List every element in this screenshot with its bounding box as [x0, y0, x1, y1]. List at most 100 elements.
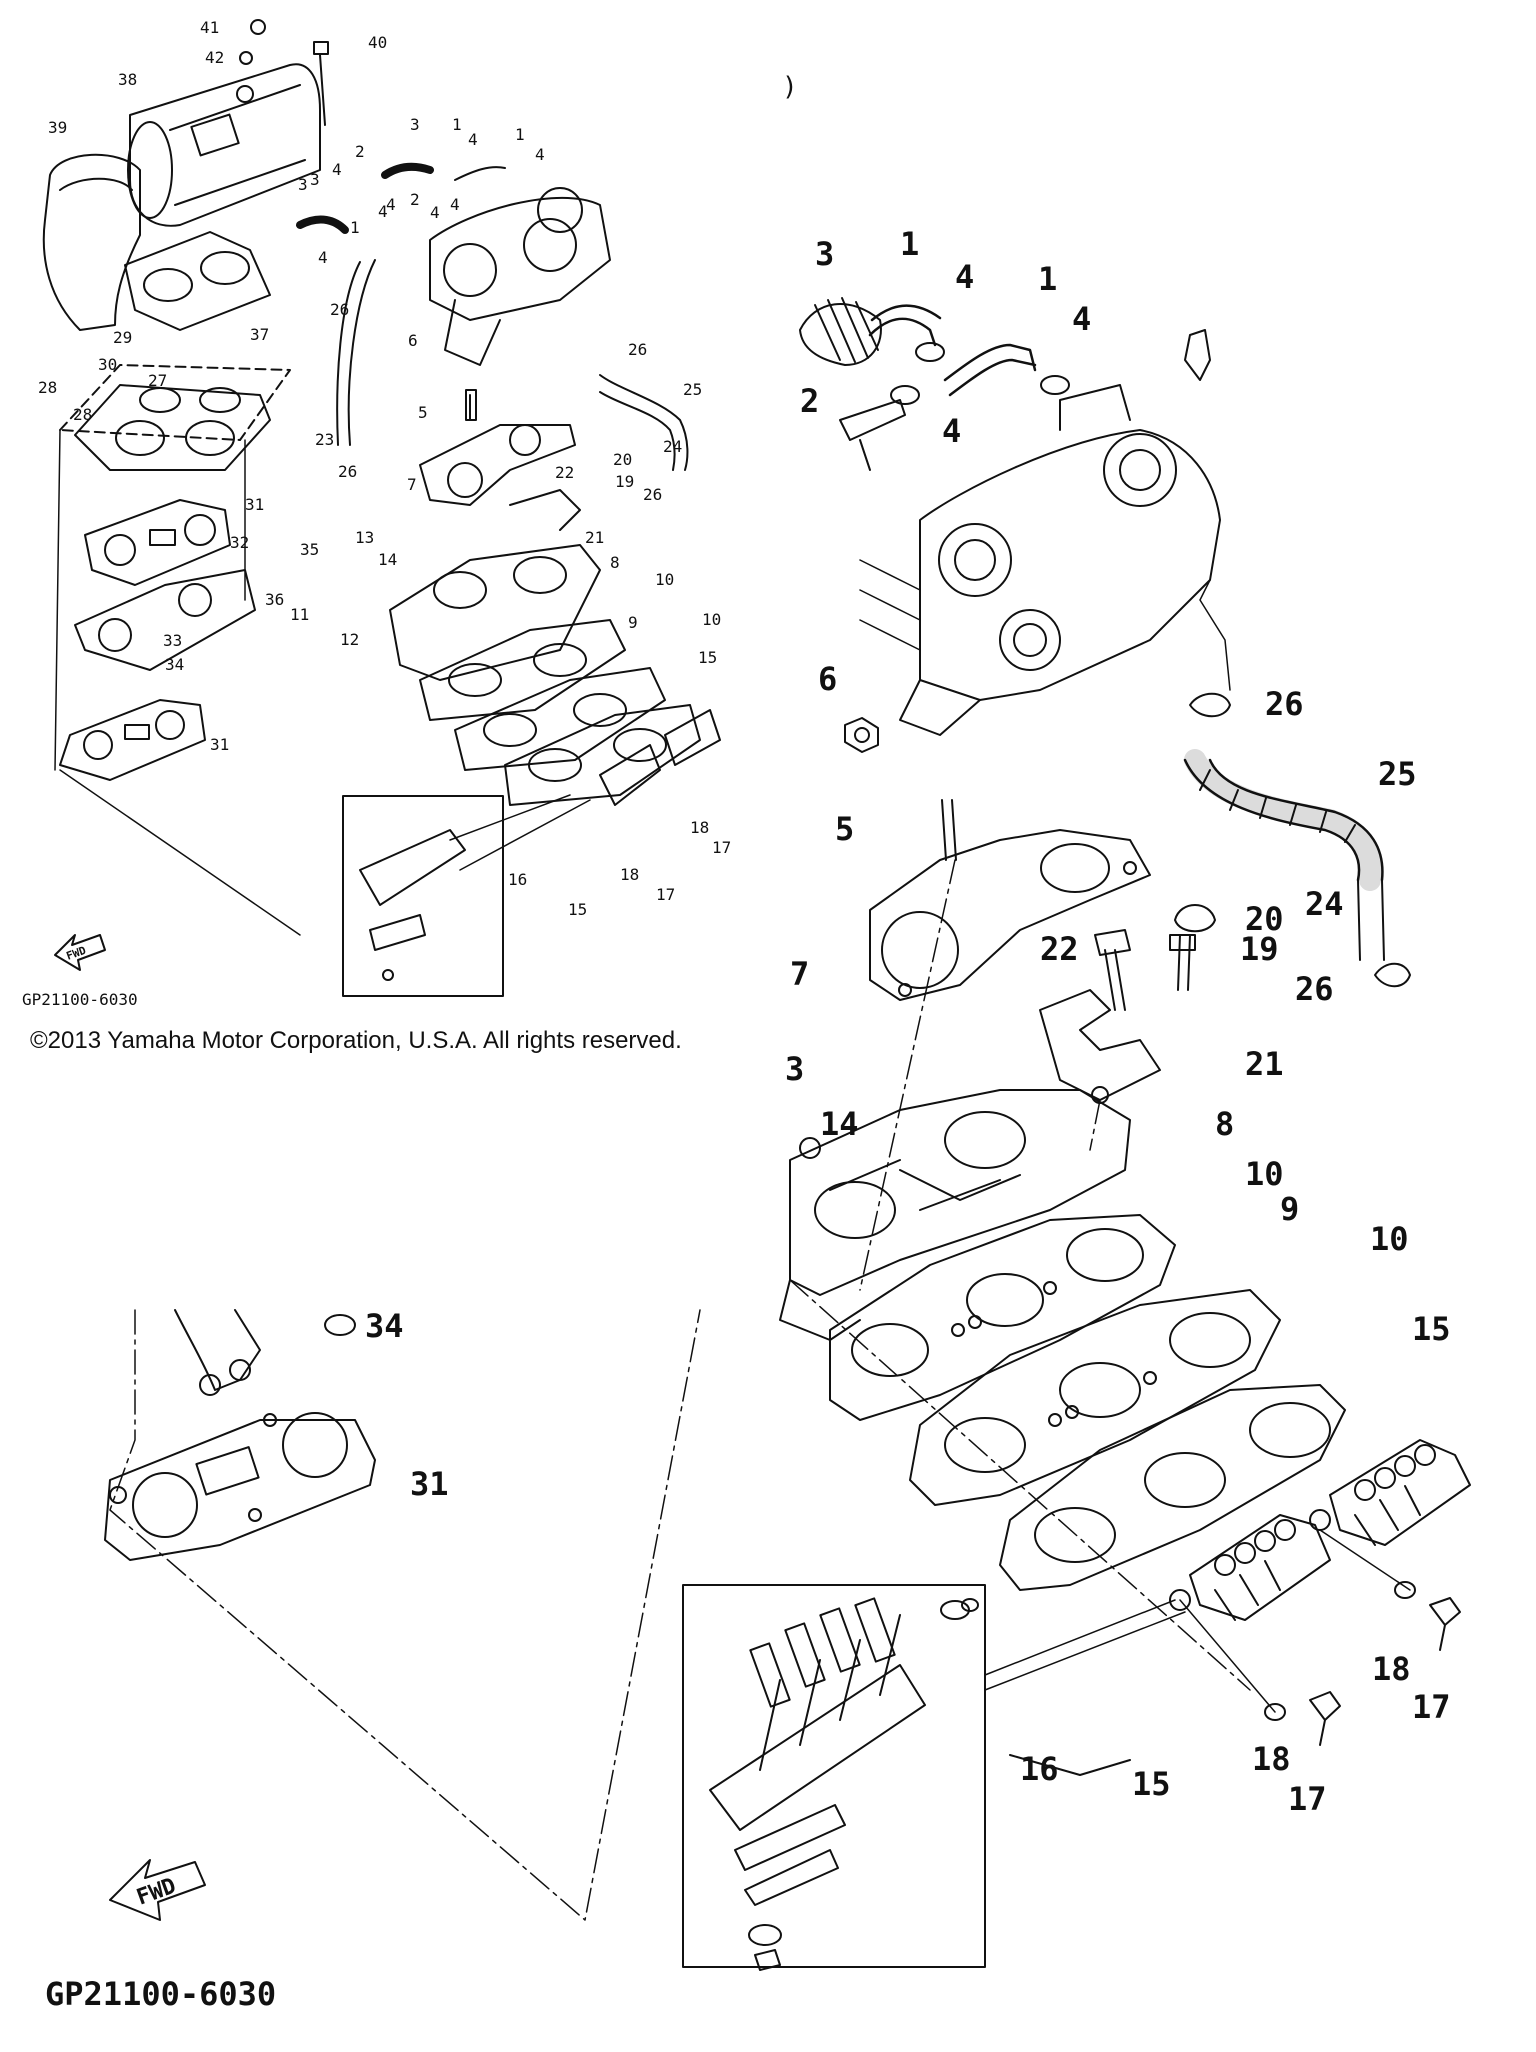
- part-25-hose: [1183, 758, 1384, 882]
- part-number-label: 29: [113, 328, 132, 347]
- part-number-label: 17: [1288, 1780, 1327, 1818]
- part-number-label: 2: [800, 382, 819, 420]
- part-number-label: 3: [298, 175, 308, 194]
- part-number-label: 18: [620, 865, 639, 884]
- part-number-label: 9: [1280, 1190, 1299, 1228]
- part-number-label: 14: [820, 1105, 859, 1143]
- part-21-bracket: [1039, 989, 1161, 1101]
- overview-inset-box: [342, 795, 504, 997]
- overview-drawing: [42, 19, 721, 997]
- part-number-label: 3: [410, 115, 420, 134]
- part-number-label: 7: [790, 955, 809, 993]
- part-9-gasket-detail: [909, 1289, 1281, 1506]
- part-16-reed-exploded: [709, 1664, 926, 1831]
- part-number-label: 4: [450, 195, 460, 214]
- part-number-label: 18: [1252, 1740, 1291, 1778]
- part-number-label: 1: [350, 218, 360, 237]
- part-number-label: 28: [38, 378, 57, 397]
- part-number-label: 19: [615, 472, 634, 491]
- part-number-label: 1: [1038, 260, 1057, 298]
- part-10-gasket-b: [504, 704, 701, 806]
- fwd-arrow-detail: [109, 1859, 206, 1921]
- part-number-label: 4: [378, 202, 388, 221]
- part-5-stud: [941, 799, 957, 861]
- part-number-label: 20: [1245, 900, 1284, 938]
- part-7-gasket: [419, 424, 576, 506]
- part-34-washer: [324, 1314, 356, 1336]
- part-15-reed-detail-b: [1189, 1514, 1331, 1621]
- part-number-label: 10: [1370, 1220, 1409, 1258]
- part-8-manifold-detail: [789, 1089, 1131, 1296]
- part-number-label: 4: [386, 195, 396, 214]
- part-number-label: 39: [48, 118, 67, 137]
- part-number-label: 25: [1378, 755, 1417, 793]
- part-number-label: 26: [628, 340, 647, 359]
- part-number-label: 31: [410, 1465, 449, 1503]
- part-number-label: 14: [378, 550, 397, 569]
- detail-inset-box: [682, 1584, 986, 1968]
- diagram-code-overview: GP21100-6030: [22, 990, 138, 1009]
- part-number-label: 4: [468, 130, 478, 149]
- copyright-notice: ©2013 Yamaha Motor Corporation, U.S.A. A…: [30, 1027, 682, 1054]
- fwd-label-detail: FWD: [134, 1874, 180, 1911]
- part-number-label: 31: [245, 495, 264, 514]
- part-number-label: 15: [698, 648, 717, 667]
- part-number-label: 26: [338, 462, 357, 481]
- part-37-gasket: [124, 231, 271, 331]
- part-31-gasket-detail: [104, 1419, 376, 1561]
- part-20-cap: [1174, 904, 1216, 933]
- part-number-label: 21: [585, 528, 604, 547]
- part-number-label: 34: [365, 1307, 404, 1345]
- part-number-label: 26: [1295, 970, 1334, 1008]
- part-number-label: 17: [712, 838, 731, 857]
- part-17-screw-b: [1309, 1691, 1341, 1746]
- part-number-label: 18: [690, 818, 709, 837]
- part-number-label: 11: [290, 605, 309, 624]
- part-6-nut: [844, 717, 879, 753]
- part-number-label: 35: [300, 540, 319, 559]
- part-10-gasket-detail-a: [829, 1214, 1176, 1421]
- part-number-label: 42: [205, 48, 224, 67]
- fwd-label-overview: FWD: [65, 944, 88, 963]
- part-number-label: 24: [1305, 885, 1344, 923]
- part-31-gasket-top: [84, 499, 231, 586]
- part-10-gasket: [419, 619, 626, 721]
- part-number-label: 15: [1132, 1765, 1171, 1803]
- part-number-label: 4: [535, 145, 545, 164]
- part-number-label: 20: [613, 450, 632, 469]
- part-number-label: 26: [643, 485, 662, 504]
- part-32-mount: [74, 569, 256, 671]
- part-9-gasket: [454, 667, 666, 771]
- part-7-gasket-detail: [869, 829, 1151, 1001]
- part-carb-detail: [919, 429, 1221, 701]
- part-number-label: 22: [1040, 930, 1079, 968]
- part-number-label: 8: [610, 553, 620, 572]
- part-31-gasket-bottom: [59, 699, 206, 781]
- part-number-label: 10: [655, 570, 674, 589]
- part-number-label: 31: [210, 735, 229, 754]
- part-number-label: 21: [1245, 1045, 1284, 1083]
- part-number-label: 17: [1412, 1688, 1451, 1726]
- part-number-label: 17: [656, 885, 675, 904]
- part-number-label: 34: [165, 655, 184, 674]
- part-number-label: 2: [410, 190, 420, 209]
- part-26-clamp-a: [1189, 692, 1231, 718]
- part-number-label: 8: [1215, 1105, 1234, 1143]
- part-number-label: 3: [785, 1050, 804, 1088]
- part-number-label: 15: [1412, 1310, 1451, 1348]
- part-number-label: 23: [315, 430, 334, 449]
- part-number-label: 1: [900, 225, 919, 263]
- part-number-label: 4: [942, 412, 961, 450]
- part-number-label: 4: [1072, 300, 1091, 338]
- part-27-plate: [74, 384, 271, 471]
- part-15-reed-detail-a: [1329, 1439, 1471, 1546]
- part-19-fitting: [1177, 934, 1191, 991]
- part-number-label: 15: [568, 900, 587, 919]
- part-number-label: 26: [1265, 685, 1304, 723]
- part-number-label: 13: [355, 528, 374, 547]
- part-number-label: 3: [310, 170, 320, 189]
- part-number-label: 1: [452, 115, 462, 134]
